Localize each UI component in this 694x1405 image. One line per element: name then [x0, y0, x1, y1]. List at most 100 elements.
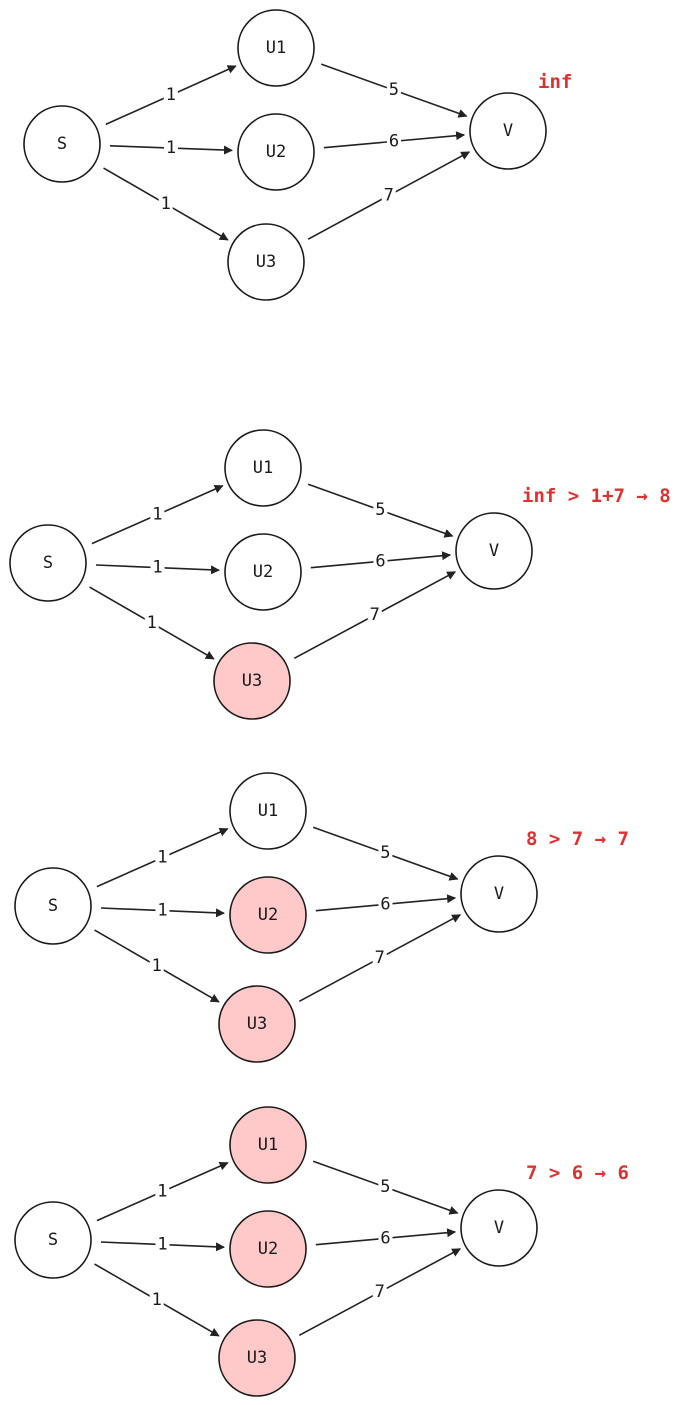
edge-weight-label: 6 [380, 894, 390, 914]
edge-label-background [163, 138, 178, 159]
node-u3: U3 [213, 642, 291, 720]
edge-s-u1: 1 [96, 1161, 229, 1222]
node-circle [224, 429, 302, 507]
node-label: S [48, 896, 58, 916]
edge-s-u2: 1 [100, 900, 225, 921]
node-circle [224, 533, 302, 611]
edge-label-background [150, 557, 165, 578]
node-s: S [14, 1201, 92, 1279]
edge-label-background [367, 605, 382, 626]
edge-weight-label: 1 [147, 613, 157, 633]
edge-label-background [155, 900, 170, 921]
edge-s-u1: 1 [91, 484, 224, 545]
edge-u1-v: 5 [320, 63, 468, 118]
node-label: U2 [258, 1239, 278, 1259]
node-u3: U3 [218, 985, 296, 1063]
edge-label-background [386, 131, 401, 152]
node-s: S [14, 867, 92, 945]
edge-u1-v: 5 [312, 1160, 459, 1215]
edge-s-u2: 1 [109, 138, 233, 159]
edge-weight-label: 6 [375, 551, 385, 571]
node-circle [14, 867, 92, 945]
edge-s-u3: 1 [94, 929, 220, 1003]
node-u1: U1 [224, 429, 302, 507]
node-circle [23, 105, 101, 183]
edge-weight-label: 1 [166, 85, 176, 105]
distance-annotation: 8 > 7 → 7 [526, 828, 629, 850]
edge-s-u3: 1 [89, 586, 215, 660]
edge-u3-v: 7 [298, 1248, 462, 1336]
node-label: U2 [258, 905, 278, 925]
distance-annotation: inf > 1+7 → 8 [522, 485, 671, 507]
node-label: U3 [247, 1014, 267, 1034]
node-circle-visited [218, 985, 296, 1063]
edge-weight-label: 1 [152, 1290, 162, 1310]
edge-label-background [149, 956, 164, 977]
edge-label-background [163, 85, 178, 106]
edge-s-u3: 1 [94, 1263, 220, 1337]
edge-label-background [386, 80, 401, 101]
edge-label-background [149, 1290, 164, 1311]
node-u2: U2 [237, 113, 315, 191]
edge-u3-v: 7 [293, 571, 457, 659]
edge-weight-label: 5 [380, 843, 390, 863]
node-s: S [9, 524, 87, 602]
edge-weight-label: 1 [157, 1182, 167, 1202]
edge-u2-v: 6 [315, 894, 457, 915]
node-label: V [494, 1218, 504, 1238]
node-label: S [48, 1230, 58, 1250]
edge-s-u1: 1 [96, 827, 229, 888]
node-label: U1 [253, 458, 273, 478]
node-u2: U2 [229, 876, 307, 954]
edge-u2-v: 6 [310, 551, 452, 572]
edge-label-background [155, 847, 170, 868]
node-u3: U3 [218, 1319, 296, 1397]
edge-weight-label: 5 [380, 1177, 390, 1197]
edge-label-background [372, 948, 387, 969]
edge-weight-label: 7 [370, 605, 380, 625]
node-circle [469, 92, 547, 170]
node-v: V [460, 1189, 538, 1267]
edge-s-u2: 1 [100, 1234, 225, 1255]
node-circle [455, 512, 533, 590]
node-circle-visited [229, 1210, 307, 1288]
edge-label-background [158, 194, 173, 215]
edge-u3-v: 7 [307, 151, 471, 240]
node-label: V [503, 121, 513, 141]
node-label: U2 [253, 562, 273, 582]
edge-label-background [378, 1177, 393, 1198]
edge-label-background [155, 1181, 170, 1202]
node-circle [460, 855, 538, 933]
node-circle-visited [218, 1319, 296, 1397]
edge-s-u1: 1 [105, 65, 237, 126]
edge-weight-label: 1 [157, 901, 167, 921]
edge-label-background [373, 500, 388, 521]
edge-s-u3: 1 [103, 167, 229, 241]
node-u2: U2 [229, 1210, 307, 1288]
edge-weight-label: 1 [157, 1235, 167, 1255]
edge-weight-label: 6 [389, 131, 399, 151]
edge-label-background [150, 504, 165, 525]
edge-weight-label: 5 [375, 500, 385, 520]
node-s: S [23, 105, 101, 183]
node-label: U1 [258, 1135, 278, 1155]
node-label: U3 [247, 1348, 267, 1368]
edge-weight-label: 7 [375, 948, 385, 968]
edge-label-background [144, 613, 159, 634]
edge-weight-label: 1 [152, 956, 162, 976]
edge-weight-label: 5 [389, 80, 399, 100]
node-label: U2 [266, 142, 286, 162]
edge-label-background [372, 1282, 387, 1303]
edge-weight-label: 1 [152, 558, 162, 578]
node-u1: U1 [229, 772, 307, 850]
node-circle [9, 524, 87, 602]
edge-label-background [378, 894, 393, 915]
node-circle-visited [229, 876, 307, 954]
edge-weight-label: 1 [166, 138, 176, 158]
node-label: U1 [258, 801, 278, 821]
edge-u1-v: 5 [312, 826, 459, 881]
